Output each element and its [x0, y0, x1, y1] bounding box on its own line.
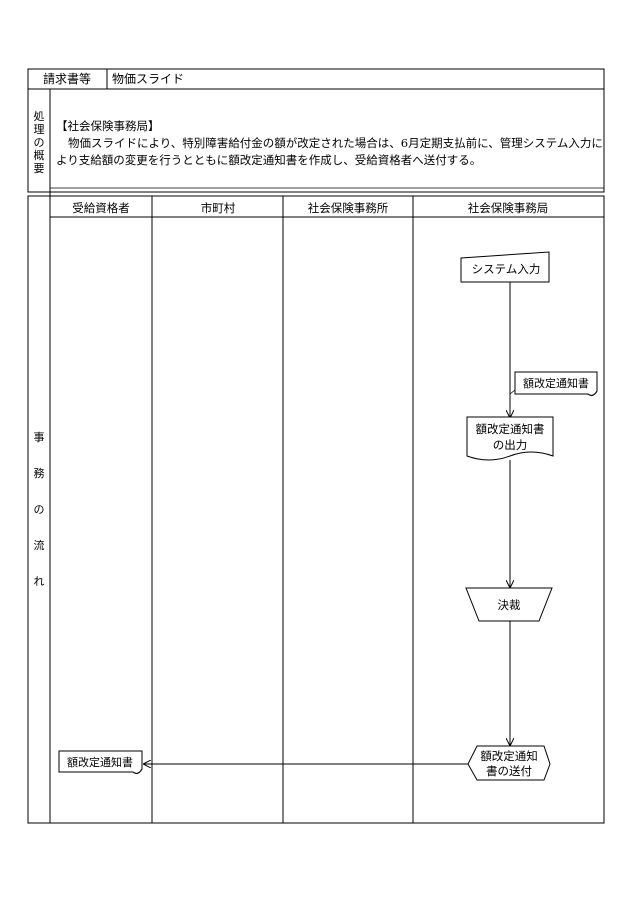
approval-shape — [465, 587, 553, 622]
approval-label: 決裁 — [498, 598, 521, 612]
system-input-label: システム入力 — [472, 262, 541, 276]
doc-label-fold — [587, 390, 598, 396]
flow-side-char: の — [34, 503, 45, 516]
overview-side-char: の — [34, 136, 45, 149]
flow-side-char: 務 — [34, 466, 45, 480]
overview-frame — [27, 88, 605, 193]
overview-side-label: 処 理 の 概 要 — [34, 110, 45, 175]
overview-side-char: 要 — [34, 162, 45, 175]
doc-type-value: 物価スライド — [112, 72, 184, 86]
overview-side-char: 処 — [34, 110, 45, 123]
doc-label-tick — [509, 389, 516, 395]
output-document-shape — [466, 416, 554, 461]
flow-side-char: 事 — [34, 431, 45, 444]
flow-frame — [27, 195, 605, 824]
flow-side-char: 流 — [34, 538, 45, 552]
lane-header-social-insurance-office: 社会保険事務所 — [308, 201, 389, 215]
doc-label-text: 額改定通知書 — [523, 376, 589, 390]
received-doc-label: 額改定通知書 — [67, 755, 133, 769]
flow-side-char: れ — [34, 575, 45, 588]
flow-side-label: 事 務 の 流 れ — [34, 431, 45, 588]
overview-side-char: 概 — [34, 149, 45, 162]
received-doc-fold — [132, 768, 143, 774]
output-label-line2: の出力 — [493, 438, 528, 452]
system-input-shape — [460, 251, 550, 283]
output-label-line1: 額改定通知書 — [476, 422, 545, 436]
overview-side-char: 理 — [34, 123, 45, 136]
send-label-line2: 書の送付 — [486, 764, 532, 778]
send-label-line1: 額改定通知 — [480, 749, 538, 763]
doc-type-label: 請求書等 — [43, 72, 91, 86]
overview-body: 物価スライドにより、特別障害給付金の額が改定された場合は、6月定期支払前に、管理… — [56, 136, 603, 167]
lane-header-recipient: 受給資格者 — [72, 201, 130, 215]
overview-text: 【社会保険事務局】 物価スライドにより、特別障害給付金の額が改定された場合は、6… — [56, 118, 604, 169]
overview-heading: 【社会保険事務局】 — [56, 119, 160, 133]
lane-header-social-insurance-bureau: 社会保険事務局 — [468, 201, 549, 215]
lane-header-municipality: 市町村 — [201, 201, 236, 215]
